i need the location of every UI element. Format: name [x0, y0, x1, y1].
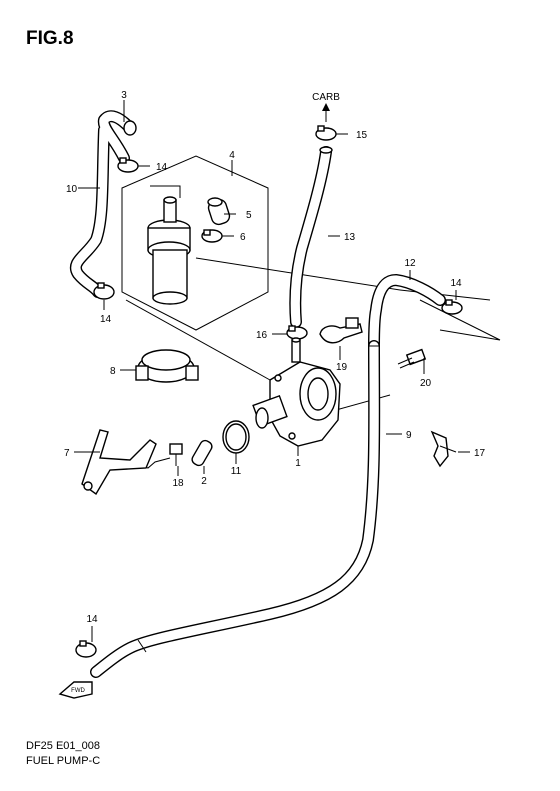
hose-12: [368, 274, 446, 352]
callout-15: 15: [356, 130, 368, 141]
pin-2: [191, 439, 213, 467]
clip-6: [201, 229, 223, 243]
filter-hose-5: [207, 197, 231, 226]
clip-16: [286, 325, 308, 340]
callout-6: 6: [240, 232, 246, 243]
clip-17: [430, 430, 457, 468]
fuel-filter: [147, 196, 191, 305]
hose-9: [90, 340, 381, 678]
callout-14-right: 14: [450, 278, 462, 289]
figure-caption: FUEL PUMP-C: [26, 755, 101, 767]
callout-3: 3: [121, 90, 127, 101]
callout-10: 10: [66, 184, 78, 195]
callout-13: 13: [344, 232, 356, 243]
clip-15: [315, 125, 337, 141]
clip-14-bottom: [75, 640, 97, 658]
forward-label: FWD: [71, 688, 85, 694]
clip-14-upper: [117, 157, 139, 173]
callout-11: 11: [231, 466, 242, 477]
bracket-7: [81, 429, 157, 496]
hose-13: [289, 146, 333, 328]
callout-17: 17: [474, 448, 486, 459]
callout-8: 8: [110, 366, 116, 377]
callout-labels: 3 14 4 5 6 10 14 15 13 12 14 16 19 8 20 …: [64, 90, 486, 625]
clip-14-left: [93, 282, 115, 300]
callout-19: 18: [172, 478, 184, 489]
callout-12: 12: [404, 258, 416, 269]
carb-arrow: [322, 103, 330, 122]
callout-5: 5: [246, 210, 252, 221]
clamp-18: [319, 317, 363, 344]
callout-18: 19: [336, 362, 348, 373]
callout-2: 2: [201, 476, 207, 487]
callout-14-bottom: 14: [86, 614, 98, 625]
callout-leaders: [74, 100, 470, 642]
bolt-20: [397, 348, 427, 369]
clip-14-right: [441, 299, 463, 315]
callout-4: 4: [229, 150, 235, 161]
hose-10: [70, 110, 137, 298]
o-ring-11: [222, 420, 250, 454]
carb-label: CARB: [312, 92, 340, 103]
callout-1: 1: [295, 458, 301, 469]
figure-title: FIG.8: [26, 28, 74, 49]
callout-14-upper: 14: [156, 162, 168, 173]
callout-20: 20: [420, 378, 432, 389]
fuel-filter-assembly: [121, 155, 269, 331]
model-code: DF25 E01_008: [26, 740, 100, 752]
callout-7: 7: [64, 448, 70, 459]
callout-16: 16: [256, 330, 268, 341]
fuel-pump: [252, 337, 341, 447]
forward-arrow-icon: [58, 681, 93, 699]
callout-9: 9: [406, 430, 412, 441]
callout-14-left: 14: [100, 314, 112, 325]
clamp-ring-8: [135, 349, 199, 383]
screw-19: [169, 443, 183, 466]
